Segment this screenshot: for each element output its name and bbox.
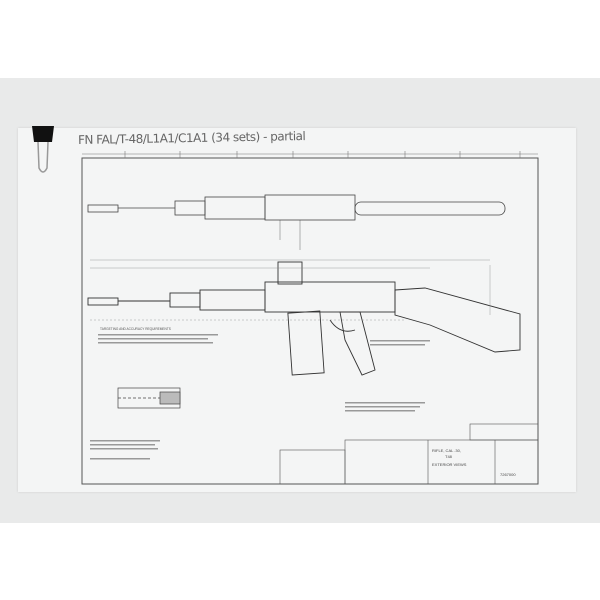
title-line-2: T48 (445, 454, 453, 459)
binder-clip-icon (32, 126, 54, 173)
rifle-top-view (87, 194, 506, 250)
title-line-3: EXTERIOR VIEWS (432, 462, 467, 467)
note-heading: TARGETING AND ACCURACY REQUIREMENTS (100, 327, 171, 331)
title-line-1: RIFLE, CAL .30, (432, 448, 461, 453)
drawing-border (81, 157, 539, 485)
rifle-side-view (87, 261, 521, 376)
detail-section-view (117, 387, 181, 409)
title-block (279, 423, 539, 485)
drawing-sheet (18, 128, 576, 492)
drawing-number: 7267000 (500, 472, 516, 477)
